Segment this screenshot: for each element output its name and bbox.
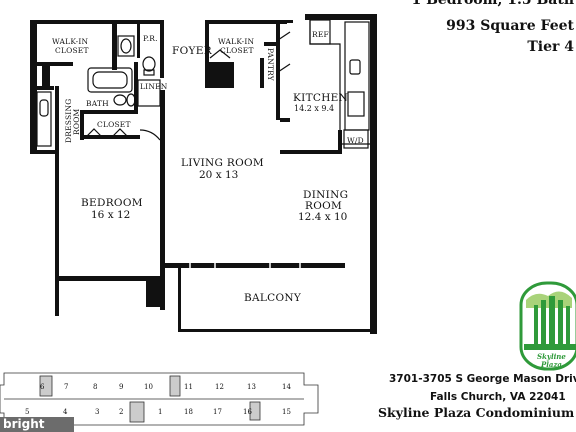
wd-label: W/D — [347, 136, 364, 145]
balcony-rail — [181, 329, 373, 332]
unit-18: 18 — [184, 408, 193, 416]
dining-dim: 12.4 x 10 — [298, 211, 347, 223]
bedroom-dim: 16 x 12 — [91, 209, 130, 221]
bath-bottom-wall — [80, 110, 138, 114]
walk-in-closet-2-label: WALK-IN — [218, 37, 254, 46]
walk-in-closet-1-label-2: CLOSET — [55, 46, 89, 55]
walk-in-closet-1-label: WALK-IN — [52, 37, 88, 46]
kitchen-label: KITCHEN — [293, 92, 348, 104]
foyer-label: FOYER — [172, 45, 213, 57]
linen-label: LINEN — [140, 82, 168, 91]
unit-15: 15 — [282, 408, 291, 416]
unit-9: 9 — [119, 383, 123, 391]
tier-label: Tier 4 — [527, 39, 574, 55]
kitchen-bottom-wall — [280, 150, 342, 154]
unit-13: 13 — [247, 383, 256, 391]
ref-label: REF — [312, 30, 329, 39]
square-feet: 993 Square Feet — [446, 18, 574, 34]
refrigerator — [309, 19, 331, 45]
walk-in-closet-2-label-2: CLOSET — [220, 46, 254, 55]
unit-8: 8 — [93, 383, 97, 391]
watermark-text: bright — [3, 417, 45, 431]
unit-2: 2 — [119, 408, 123, 416]
living-room-label: LIVING ROOM — [181, 157, 264, 169]
bedroom-living-wall — [160, 90, 165, 310]
top-wall-left — [42, 20, 112, 24]
address-line-1: 3701-3705 S George Mason Drive — [389, 373, 576, 385]
walls — [30, 14, 377, 334]
bath-sink — [113, 94, 127, 106]
unit-11: 11 — [184, 383, 193, 391]
key-plan — [0, 372, 319, 426]
dining-label-2: ROOM — [305, 200, 342, 212]
bath-label: BATH — [86, 99, 109, 108]
column-block — [146, 281, 165, 307]
bathtub — [87, 67, 133, 93]
logo-text-2: Plaza — [540, 360, 562, 369]
unit-17: 17 — [213, 408, 222, 416]
unit-5: 5 — [25, 408, 29, 416]
kitchen-sink — [349, 59, 361, 75]
right-outer-wall — [370, 14, 377, 334]
watermark: bright — [0, 417, 74, 432]
washer-dryer — [343, 129, 369, 149]
dressing-label-2: ROOM — [72, 108, 81, 135]
unit-type-title: 1 Bedroom, 1.5 Bath — [411, 0, 574, 8]
balcony-label: BALCONY — [244, 292, 302, 304]
logo-text-1: Skyline — [537, 352, 566, 361]
unit-10: 10 — [144, 383, 153, 391]
unit-14: 14 — [282, 383, 291, 391]
pr-label: P.R. — [143, 34, 158, 43]
unit-7: 7 — [64, 383, 68, 391]
unit-3: 3 — [95, 408, 99, 416]
pantry-label: PANTRY — [266, 48, 275, 82]
unit-16: 16 — [243, 408, 252, 416]
bedroom-label: BEDROOM — [81, 197, 143, 209]
unit-6: 6 — [40, 383, 45, 391]
top-wall-right — [205, 20, 287, 24]
skyline-plaza-logo: Skyline Plaza — [519, 281, 576, 371]
address-line-2: Falls Church, VA 22041 — [430, 391, 566, 403]
living-room-dim: 20 x 13 — [199, 169, 238, 181]
kitchen-dim: 14.2 x 9.4 — [294, 104, 334, 113]
dining-label: DINING — [303, 189, 348, 201]
unit-12: 12 — [215, 383, 224, 391]
wall-block — [209, 62, 234, 88]
unit-4: 4 — [63, 408, 68, 416]
fixtures — [36, 19, 370, 268]
building-name: Skyline Plaza Condominium — [378, 405, 575, 420]
balcony-top-wall — [165, 263, 345, 268]
dressing-label: DRESSING — [64, 99, 73, 143]
dressing-vanity — [36, 91, 52, 147]
linen-cabinet — [137, 79, 161, 107]
sink-pr — [117, 35, 135, 57]
kitchen-top-wall — [305, 14, 377, 20]
key-plan-labels: 6 7 8 9 10 11 12 13 14 5 4 3 2 1 18 17 1… — [25, 383, 291, 416]
unit-1: 1 — [158, 408, 162, 416]
closet-label: CLOSET — [97, 120, 131, 129]
toilet-pr — [142, 56, 156, 72]
